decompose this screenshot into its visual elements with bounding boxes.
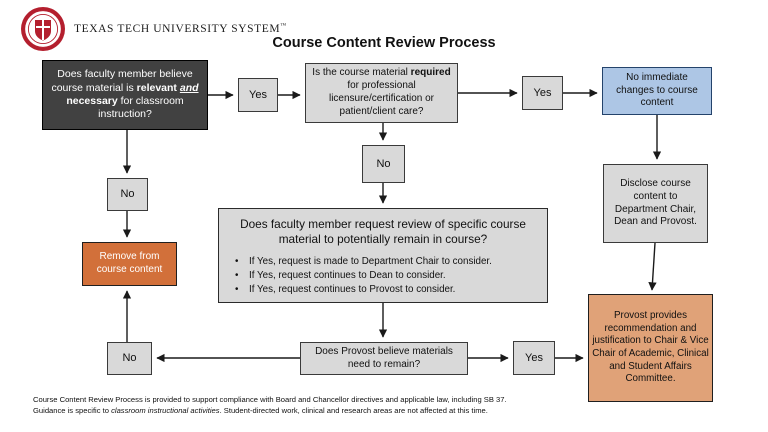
node-material-required-text: Is the course material required for prof… bbox=[309, 67, 454, 118]
brand-header: TEXAS TECH UNIVERSITY SYSTEM™ bbox=[20, 6, 287, 52]
node-provost-question: Does Provost believe materials need to r… bbox=[300, 342, 468, 375]
node-no-immediate-changes: No immediate changes to course content bbox=[602, 67, 712, 115]
footnote-line2-post: . Student-directed work, clinical and re… bbox=[219, 405, 488, 415]
trademark-symbol: ™ bbox=[280, 23, 287, 30]
faculty-question-part1: Does faculty member believe course mater… bbox=[51, 68, 193, 94]
footnote-line-1: Course Content Review Process is provide… bbox=[33, 395, 507, 404]
texas-tech-seal-icon bbox=[21, 7, 65, 51]
faculty-question-bold1: relevant bbox=[136, 81, 180, 94]
node-yes-1: Yes bbox=[238, 78, 278, 112]
node-yes-2: Yes bbox=[522, 76, 563, 110]
faculty-question-part2: for classroom instruction? bbox=[98, 95, 184, 121]
node-material-required: Is the course material required for prof… bbox=[305, 63, 458, 123]
node-no-2: No bbox=[362, 145, 405, 183]
node-remove-from-course: Remove from course content bbox=[82, 242, 177, 286]
node-provost-recommendation: Provost provides recommendation and just… bbox=[588, 294, 713, 402]
footnote-line2-italic: classroom instructional activities bbox=[111, 405, 220, 415]
review-request-bullet-1: If Yes, request is made to Department Ch… bbox=[229, 255, 537, 269]
edge-disclose-to-recommendation bbox=[648, 242, 657, 291]
footnote-line2-pre: Guidance is specific to bbox=[33, 405, 112, 415]
material-required-part1: Is the course material bbox=[312, 67, 411, 79]
node-disclose: Disclose course content to Department Ch… bbox=[603, 164, 708, 243]
review-request-question: Does faculty member request review of sp… bbox=[240, 217, 526, 247]
node-no-3: No bbox=[107, 342, 152, 375]
node-no-1: No bbox=[107, 178, 148, 211]
page-title: Course Content Review Process bbox=[272, 35, 496, 51]
footnote: Course Content Review Process is provide… bbox=[33, 395, 578, 416]
node-faculty-question: Does faculty member believe course mater… bbox=[42, 60, 208, 130]
footnote-line-2: Guidance is specific to classroom instru… bbox=[33, 406, 578, 417]
brand-name-text: TEXAS TECH UNIVERSITY SYSTEM bbox=[74, 23, 281, 35]
faculty-question-bold2: necessary bbox=[66, 95, 118, 107]
brand-name: TEXAS TECH UNIVERSITY SYSTEM™ bbox=[74, 23, 287, 35]
node-faculty-question-text: Does faculty member believe course mater… bbox=[46, 68, 204, 122]
review-request-bullet-3: If Yes, request continues to Provost to … bbox=[229, 283, 537, 297]
node-review-request: Does faculty member request review of sp… bbox=[218, 208, 548, 303]
material-required-bold: required bbox=[410, 67, 451, 79]
faculty-question-and: and bbox=[179, 81, 199, 94]
material-required-part2: for professional licensure/certification… bbox=[328, 80, 435, 117]
node-yes-3: Yes bbox=[513, 341, 555, 375]
review-request-bullet-2: If Yes, request continues to Dean to con… bbox=[229, 269, 537, 283]
